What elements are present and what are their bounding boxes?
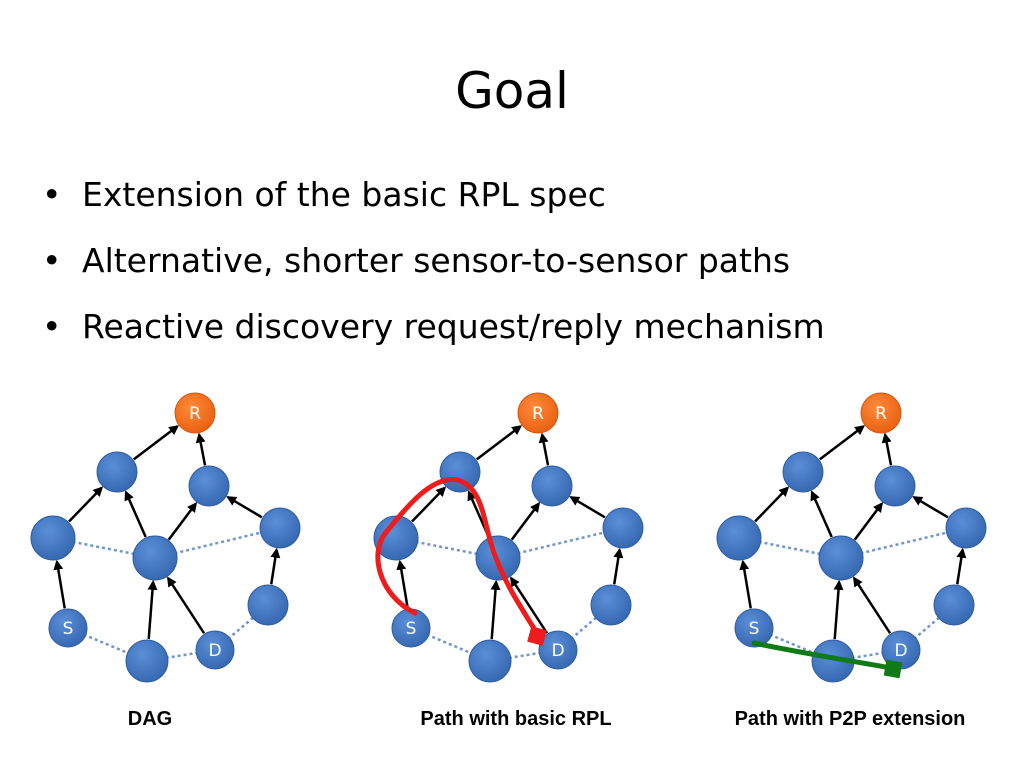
source-node: [48, 608, 88, 648]
dag-arrow: [147, 579, 158, 640]
dotted-link: [83, 633, 130, 655]
sensor-node: [96, 451, 138, 493]
dag-arrow: [612, 547, 624, 585]
source-node-label: S: [749, 619, 760, 639]
dag-arrow: [853, 576, 892, 634]
sensor-node: [373, 515, 419, 561]
root-node-label: R: [875, 404, 887, 424]
dag-arrow: [68, 486, 104, 523]
diagram-dag: R S D: [30, 392, 301, 683]
sensor-node: [439, 451, 481, 493]
dag-arrow: [510, 576, 549, 634]
destination-node-label: D: [894, 641, 907, 661]
bullet-list: •Extension of the basic RPL spec •Altern…: [42, 172, 825, 370]
sensor-node: [945, 507, 987, 549]
root-node-label: R: [532, 404, 544, 424]
sensor-node: [874, 465, 916, 507]
dag-arrow: [167, 501, 198, 541]
diagram-p2p: R S D: [716, 392, 987, 683]
sensor-node: [933, 584, 975, 626]
p2p-path-line: [751, 640, 894, 671]
dag-arrow: [167, 576, 206, 634]
bullet-item: •Alternative, shorter sensor-to-sensor p…: [42, 238, 825, 304]
dotted-link: [860, 530, 949, 555]
dag-arrow: [833, 579, 844, 640]
bullet-item: •Reactive discovery request/reply mechan…: [42, 304, 825, 370]
sensor-node: [247, 584, 289, 626]
dag-arrow: [739, 559, 752, 609]
source-node-label: S: [406, 619, 417, 639]
dag-arrow: [124, 490, 147, 538]
root-node: [174, 392, 216, 434]
sensor-node: [30, 515, 76, 561]
dag-arrow: [226, 496, 263, 519]
diagram-basic-rpl: R S D: [373, 392, 644, 683]
dag-arrow: [853, 501, 884, 541]
dotted-link: [769, 633, 816, 655]
dag-arrow: [53, 559, 66, 609]
dotted-link: [174, 530, 263, 555]
root-node: [517, 392, 559, 434]
root-node: [860, 392, 902, 434]
caption-basic-rpl: Path with basic RPL: [420, 708, 612, 730]
dotted-link: [570, 615, 599, 640]
source-node: [734, 608, 774, 648]
sensor-node: [259, 507, 301, 549]
dotted-link: [508, 651, 542, 660]
dag-arrow: [881, 432, 893, 466]
sensor-node: [590, 584, 632, 626]
dag-arrow: [269, 547, 281, 585]
caption-p2p: Path with P2P extension: [734, 708, 966, 730]
dag-arrow: [810, 490, 833, 538]
dag-arrow: [396, 559, 409, 609]
bullet-dot-icon: •: [42, 241, 62, 280]
dag-arrow: [912, 496, 949, 519]
dotted-link: [851, 651, 885, 660]
dag-arrow: [818, 425, 866, 461]
caption-dag: DAG: [127, 708, 173, 730]
dotted-link: [913, 615, 942, 640]
destination-node: [538, 630, 578, 670]
sensor-node: [468, 639, 512, 683]
dotted-link: [517, 530, 606, 555]
sensor-node: [132, 535, 178, 581]
rpl-path-line: [375, 477, 541, 638]
dag-arrow: [569, 496, 606, 519]
dag-arrow: [475, 425, 523, 461]
root-node-label: R: [189, 404, 201, 424]
source-node-label: S: [63, 619, 74, 639]
sensor-node: [716, 515, 762, 561]
bullet-dot-icon: •: [42, 175, 62, 214]
rpl-path-end-marker: [527, 626, 547, 646]
dotted-link: [758, 540, 822, 556]
bullet-dot-icon: •: [42, 307, 62, 346]
dag-arrow: [411, 486, 447, 523]
dag-arrow: [754, 486, 790, 523]
dotted-link: [72, 540, 136, 556]
destination-node: [195, 630, 235, 670]
sensor-node: [125, 639, 169, 683]
dag-arrow: [195, 432, 207, 466]
dag-arrow: [132, 425, 180, 461]
dag-arrow: [955, 547, 967, 585]
dotted-link: [415, 540, 479, 556]
bullet-item: •Extension of the basic RPL spec: [42, 172, 825, 238]
sensor-node: [602, 507, 644, 549]
sensor-node: [188, 465, 230, 507]
dag-arrow: [490, 579, 501, 640]
dag-arrow: [538, 432, 550, 466]
network-diagrams: R S D R S D R S D: [30, 392, 987, 683]
dag-arrow: [510, 501, 541, 541]
p2p-path-end-marker: [883, 659, 903, 679]
destination-node-label: D: [208, 641, 221, 661]
destination-node-label: D: [551, 641, 564, 661]
dotted-link: [165, 651, 199, 660]
slide-title: Goal: [455, 62, 569, 120]
dotted-link: [227, 615, 256, 640]
sensor-node: [818, 535, 864, 581]
sensor-node: [782, 451, 824, 493]
sensor-node: [531, 465, 573, 507]
dotted-link: [426, 633, 473, 655]
